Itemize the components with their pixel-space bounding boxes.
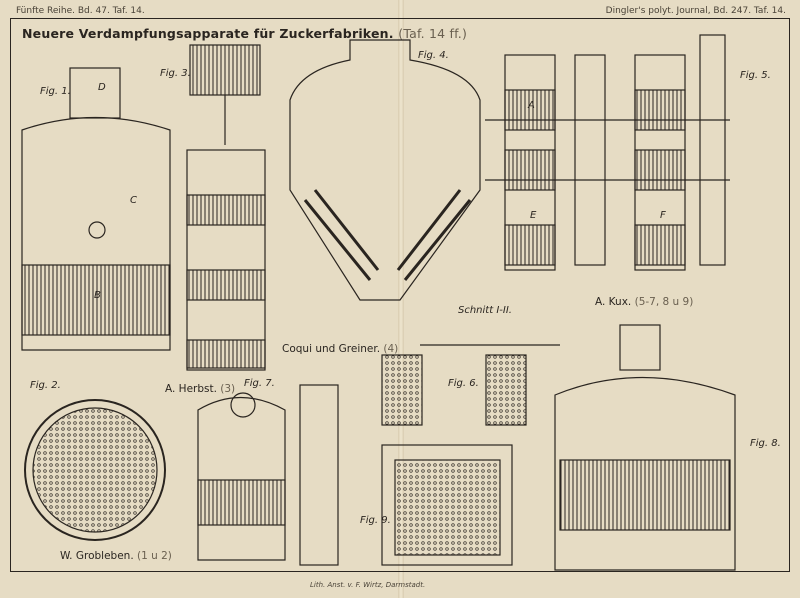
fig9-label: Fig. 9. <box>360 515 391 526</box>
letter-B: B <box>94 290 101 301</box>
fig1-evaporator <box>21 67 171 351</box>
header-left: Fünfte Reihe. Bd. 47. Taf. 14. <box>16 6 145 16</box>
caption-coqui: Coqui und Greiner. (4) <box>282 343 399 355</box>
letter-C: C <box>130 195 137 206</box>
fig3-column <box>186 44 266 371</box>
fig6-label: Fig. 6. <box>448 378 479 389</box>
caption-kux: A. Kux. (5-7, 8 u 9) <box>595 296 694 308</box>
fig5-multiple-effect <box>485 34 730 271</box>
fig2-tube-plate <box>24 399 166 541</box>
fig2-label: Fig. 2. <box>30 380 61 391</box>
fig3-label: Fig. 3. <box>160 68 191 79</box>
fig5-label: Fig. 5. <box>740 70 771 81</box>
letter-E: E <box>530 210 537 221</box>
lithographer-credit: Lith. Anst. v. F. Wirtz, Darmstadt. <box>310 581 426 589</box>
letter-F: F <box>660 210 666 221</box>
caption-grobleben: W. Grobleben. (1 u 2) <box>60 550 172 562</box>
caption-herbst: A. Herbst. (3) <box>165 383 236 395</box>
header-right: Dingler's polyt. Journal, Bd. 247. Taf. … <box>605 6 786 16</box>
schnitt-label: Schnitt I-II. <box>458 305 512 316</box>
fig9-plate <box>381 444 513 566</box>
fig4-label: Fig. 4. <box>418 50 449 61</box>
fig8-horizontal-evaporator <box>554 324 736 571</box>
letter-D: D <box>98 82 106 93</box>
fig4-vessel <box>289 39 481 301</box>
fig7-label: Fig. 7. <box>244 378 275 389</box>
letter-A: A <box>528 100 535 111</box>
fig1-label: Fig. 1. <box>40 86 71 97</box>
plate-title: Neuere Verdampfungsapparate für Zuckerfa… <box>22 26 468 41</box>
fig7-vessel <box>197 384 339 566</box>
fig6-section <box>381 344 560 426</box>
fig8-label: Fig. 8. <box>750 438 781 449</box>
plate-frame <box>10 18 790 572</box>
